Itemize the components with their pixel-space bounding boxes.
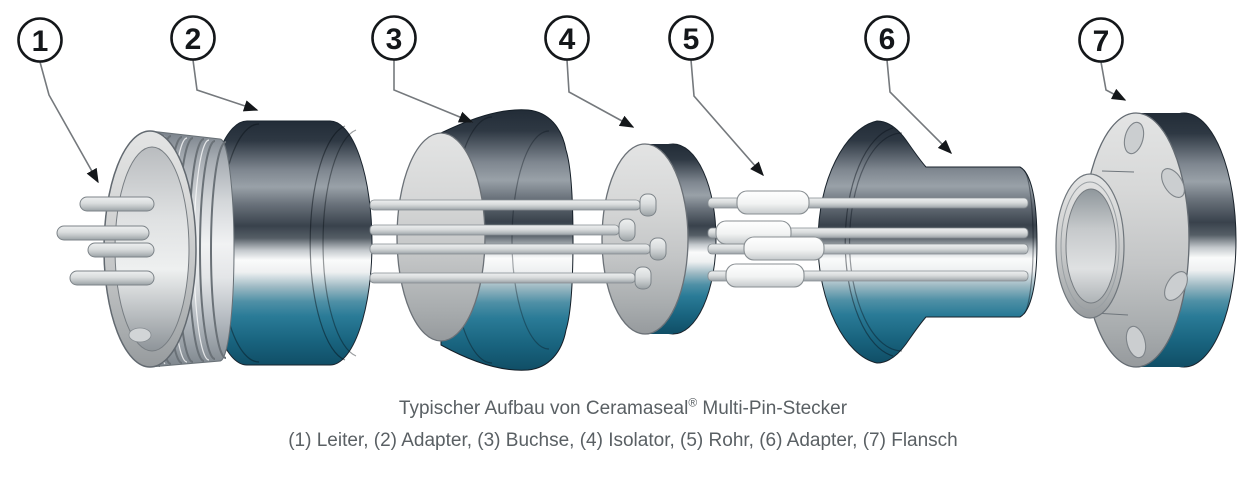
- callout-number-6: 6: [879, 23, 896, 56]
- conductor-pin: [56, 225, 150, 241]
- conductor-pins-left: [369, 193, 667, 290]
- leader-line-5: [690, 59, 764, 177]
- adapter-bell-body: [817, 120, 1038, 364]
- adapter-right-edge-line: [322, 129, 357, 357]
- leader-line-4: [566, 59, 635, 128]
- leader-lines: [39, 59, 1127, 184]
- callout-circle-3: [371, 15, 417, 61]
- callout-number-7: 7: [1093, 25, 1110, 58]
- conductor-pin: [79, 196, 155, 212]
- pin-collar: [649, 237, 667, 261]
- isolator-front-face: [601, 143, 689, 335]
- bolt-hole: [1161, 168, 1185, 198]
- buchse-front-face: [396, 132, 486, 342]
- pin-collar: [634, 266, 652, 290]
- pin-collar: [618, 218, 636, 242]
- conductor-pin: [87, 242, 155, 258]
- callout-circle-6: [864, 15, 910, 61]
- bolt-hole: [1123, 121, 1145, 155]
- figure-caption: Typischer Aufbau von Ceramaseal® Multi-P…: [0, 395, 1246, 453]
- leader-line-6: [886, 59, 953, 155]
- conductor-pin: [369, 272, 636, 284]
- adapter-right-ring-line: [309, 125, 346, 361]
- callout-number-5: 5: [683, 23, 700, 56]
- part-1-leiter: [56, 130, 235, 368]
- pin-collar: [639, 193, 657, 217]
- title-prefix: Typischer Aufbau von Ceramaseal: [398, 398, 689, 419]
- leader-line-7: [1100, 61, 1127, 101]
- callout-circle-4: [544, 15, 590, 61]
- callout-number-3: 3: [386, 23, 403, 56]
- part-5-rohr-tubes: [715, 190, 825, 288]
- bolt-hole: [1164, 271, 1188, 301]
- figure-parts-legend: (1) Leiter, (2) Adapter, (3) Buchse, (4)…: [288, 429, 958, 451]
- part-2-adapter: [204, 120, 373, 366]
- callout-circle-5: [668, 15, 714, 61]
- callout-number-1: 1: [32, 25, 49, 58]
- bolt-hole: [1125, 325, 1147, 359]
- callout-number-4: 4: [559, 23, 576, 56]
- registered-trademark-symbol: ®: [688, 395, 698, 410]
- bell-chamfer-line: [848, 132, 903, 352]
- part-7-flansch: [1055, 112, 1237, 368]
- face-detail-line: [1101, 170, 1135, 173]
- callout-circle-7: [1078, 17, 1124, 63]
- callout-circle-2: [170, 15, 216, 61]
- leader-line-1: [39, 61, 99, 184]
- conductor-pin: [369, 199, 641, 211]
- insulating-tube: [736, 190, 810, 215]
- callout-circle-1: [17, 17, 63, 63]
- bore-hole: [1065, 188, 1117, 304]
- callout-badges: 1 2 3 4 5 6 7: [17, 15, 1124, 63]
- part-6-adapter: [817, 120, 1038, 364]
- bell-chamfer-line: [844, 127, 894, 357]
- leader-line-3: [393, 60, 474, 123]
- part-3-buchse: [396, 109, 574, 371]
- buchse-ring-line: [511, 130, 550, 350]
- leader-line-2: [192, 59, 259, 112]
- insulating-tube: [743, 236, 825, 261]
- insulating-tube: [725, 263, 805, 288]
- bore-collar-ring: [1060, 181, 1120, 311]
- part-4-isolator: [601, 143, 717, 335]
- figure-title: Typischer Aufbau von Ceramaseal® Multi-P…: [0, 395, 1246, 421]
- callout-number-2: 2: [185, 23, 202, 56]
- title-suffix: Multi-Pin-Stecker: [697, 398, 848, 419]
- conductor-pin: [369, 243, 651, 255]
- conductor-pin: [69, 270, 155, 286]
- conductor-pin: [369, 224, 620, 236]
- plug-keyway-notch: [128, 327, 152, 343]
- neck-end-line: [1023, 169, 1034, 315]
